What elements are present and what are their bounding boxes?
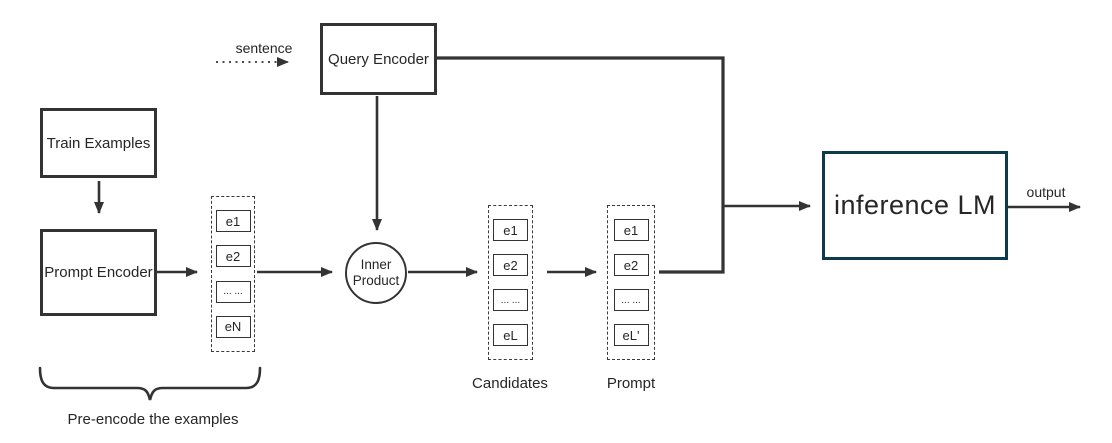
embedding-item: e2 [613, 254, 649, 276]
embedding-item-ellipsis: ... ... [613, 289, 649, 311]
embedding-item-label: ... ... [500, 294, 521, 306]
output-label: output [1026, 184, 1066, 200]
query-encoder-label: Query Encoder [328, 50, 429, 68]
embedding-item-label: e1 [623, 222, 639, 238]
embedding-item: e2 [215, 245, 251, 268]
embedding-item-label: eL' [622, 327, 640, 343]
embedding-item: eL [493, 324, 528, 346]
embedding-item: e1 [215, 210, 251, 233]
embedding-item: eN [215, 315, 251, 338]
embedding-item: eL' [613, 324, 649, 346]
inner-product-label: Inner Product [352, 257, 400, 288]
prompt-container: e1 e2 ... ... eL' [607, 205, 655, 360]
embedding-item-ellipsis: ... ... [215, 280, 251, 303]
embedding-item: e1 [613, 219, 649, 241]
brace-pre-encode [38, 366, 262, 401]
inference-lm-label: inference LM [833, 190, 997, 220]
candidates-container: e1 e2 ... ... eL [488, 205, 533, 360]
embedding-item-label: eL [503, 327, 518, 343]
inference-lm-box: inference LM [822, 151, 1008, 260]
train-examples-box: Train Examples [40, 108, 157, 178]
embedding-item: e2 [493, 254, 528, 276]
embedding-item-ellipsis: ... ... [493, 289, 528, 311]
prompt-encoder-label: Prompt Encoder [44, 264, 153, 281]
train-examples-label: Train Examples [46, 134, 151, 152]
pre-encode-label: Pre-encode the examples [67, 411, 239, 428]
embedding-item-label: e2 [623, 257, 639, 273]
line-merge-query-and-prompt [437, 56, 725, 274]
encoded-embeddings-container: e1 e2 ... ... eN [211, 196, 255, 352]
prompt-encoder-box: Prompt Encoder [40, 229, 157, 316]
query-encoder-box: Query Encoder [320, 23, 437, 95]
embedding-item-label: eN [224, 319, 242, 335]
embedding-item-label: e2 [503, 257, 518, 273]
sentence-label: sentence [235, 40, 293, 56]
embedding-item-label: e1 [225, 213, 241, 229]
embedding-item-label: e1 [503, 222, 518, 238]
embedding-item-label: ... ... [223, 286, 243, 298]
embedding-item-label: e2 [225, 248, 241, 264]
inner-product-circle: Inner Product [345, 242, 407, 304]
candidates-label: Candidates [472, 375, 548, 392]
embedding-item-label: ... ... [621, 294, 641, 306]
prompt-label: Prompt [606, 375, 656, 392]
embedding-item: e1 [493, 219, 528, 241]
